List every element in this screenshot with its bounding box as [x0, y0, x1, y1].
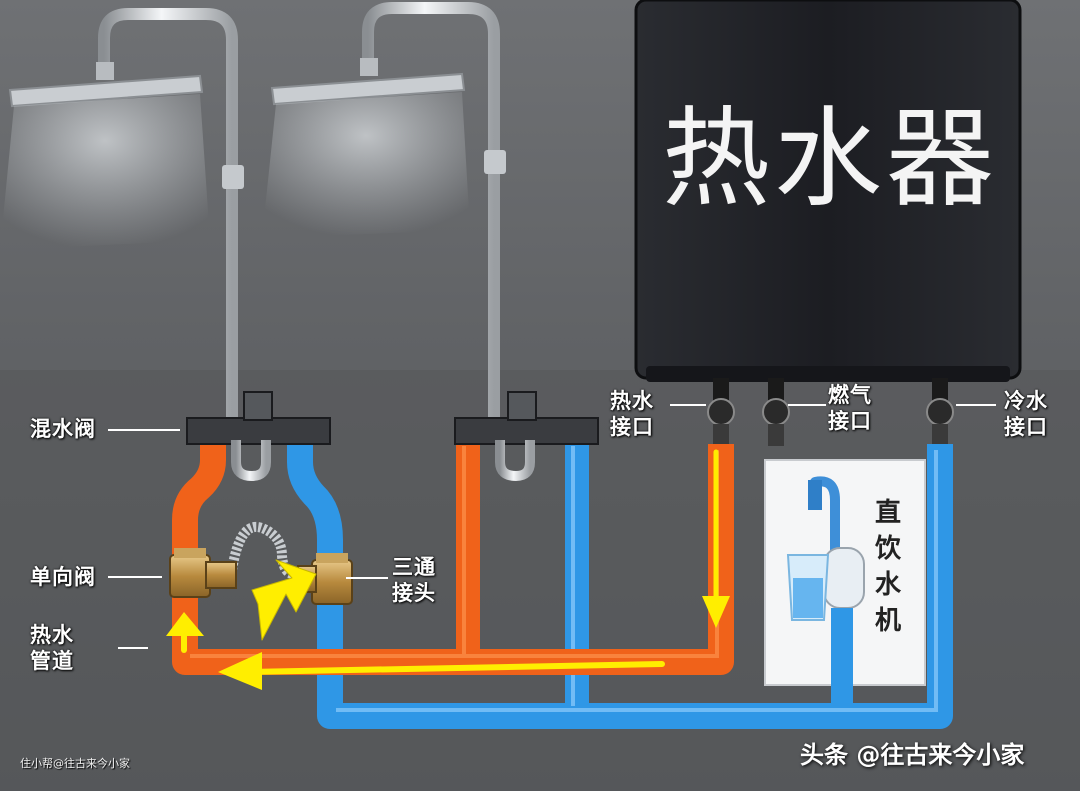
label-tee-fitting: 三通 接头: [392, 555, 436, 605]
water-heater-bottom: [646, 366, 1010, 382]
flow-arrowhead-up: [166, 612, 204, 636]
mixing-valve-left: [186, 391, 331, 482]
shower-left-spray: [0, 94, 210, 250]
check-valve: [169, 548, 237, 598]
flow-arrows: [166, 449, 730, 690]
water-dispenser-faucet: [786, 476, 865, 621]
watermark-right: 头条 @往古来今小家: [800, 741, 1025, 769]
cold-riser-mixer1: [287, 440, 343, 598]
label-check-valve: 单向阀: [30, 565, 96, 589]
flow-arrowhead-left: [218, 652, 262, 690]
hot-water-outlet-connector: [707, 378, 735, 446]
watermark-left: 住小帮@往古来今小家: [20, 757, 130, 770]
shower-right: [262, 2, 506, 426]
gas-inlet-connector: [762, 378, 790, 446]
flow-arrow-bypass: [251, 559, 317, 641]
label-hot-pipe: 热水 管道: [30, 623, 74, 673]
mixing-valve-right: [454, 391, 599, 482]
shower-right-spray: [262, 92, 470, 238]
hot-riser-mixer1: [172, 440, 226, 600]
label-gas-inlet: 燃气 接口: [828, 383, 872, 433]
label-hot-water-outlet: 热水 接口: [610, 389, 654, 439]
water-heater-title: 热水器: [661, 97, 998, 222]
water-dispenser-label: 直饮水机: [874, 498, 901, 636]
cold-water-inlet-connector: [926, 378, 954, 446]
flow-arrow-left: [247, 661, 665, 675]
label-mixing-valve: 混水阀: [30, 417, 96, 441]
shower-left: [0, 8, 244, 426]
label-cold-water-inlet: 冷水 接口: [1004, 389, 1048, 439]
leader-lines: [108, 404, 996, 649]
flow-arrowhead-down: [702, 596, 730, 628]
